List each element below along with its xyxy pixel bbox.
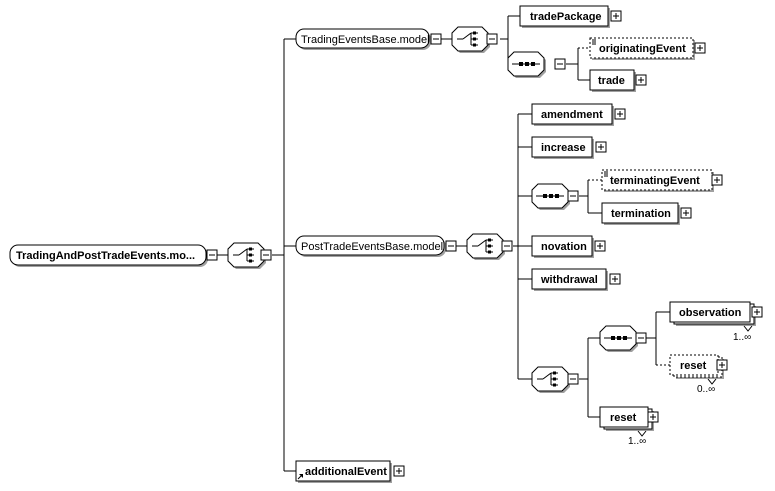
element-trade-package[interactable]: tradePackage <box>519 5 610 28</box>
trading-base-collapse-icon[interactable] <box>430 33 442 45</box>
increase-label: increase <box>541 142 586 154</box>
originating-event-expand-icon[interactable] <box>694 42 706 54</box>
amendment-expand-icon[interactable] <box>614 108 626 120</box>
element-withdrawal[interactable]: withdrawal <box>531 268 608 291</box>
observation-expand-icon[interactable] <box>751 306 763 318</box>
reset-optional-expand-icon[interactable] <box>716 359 728 371</box>
terminating-event-expand-icon[interactable] <box>711 174 723 186</box>
post-trade-events-base-label: PostTradeEventsBase.model <box>301 241 443 253</box>
increase-expand-icon[interactable] <box>595 141 607 153</box>
observation-repeat-marker <box>743 325 753 332</box>
reference-arrow-icon <box>297 474 303 480</box>
observation-sequence-icon <box>599 325 639 353</box>
terminating-event-label: terminatingEvent <box>610 175 700 187</box>
observation-label: observation <box>679 307 742 319</box>
observation-choice-icon <box>531 366 571 394</box>
reset-cardinality: 1..∞ <box>628 436 646 447</box>
post-trade-choice-icon <box>466 233 506 261</box>
novation-label: novation <box>541 241 587 253</box>
withdrawal-label: withdrawal <box>540 274 598 286</box>
element-reset-optional[interactable]: reset <box>669 354 724 385</box>
withdrawal-expand-icon[interactable] <box>609 273 621 285</box>
trading-sequence-icon <box>507 51 547 79</box>
termination-expand-icon[interactable] <box>680 207 692 219</box>
element-additional-event[interactable]: additionalEvent <box>295 460 392 483</box>
trading-choice-collapse-icon[interactable] <box>486 33 498 45</box>
termination-sequence-icon <box>531 183 571 211</box>
trade-expand-icon[interactable] <box>635 74 647 86</box>
element-reset[interactable]: reset <box>599 406 654 437</box>
trading-events-base-node[interactable]: TradingEventsBase.model <box>295 28 431 50</box>
observation-choice-collapse-icon[interactable] <box>567 373 579 385</box>
reset-optional-cardinality: 0..∞ <box>697 384 715 395</box>
element-amendment[interactable]: amendment <box>531 103 614 126</box>
root-group-node[interactable]: TradingAndPostTradeEvents.mo... <box>9 244 208 267</box>
post-trade-base-collapse-icon[interactable] <box>445 240 457 252</box>
root-collapse-icon[interactable] <box>206 249 218 261</box>
element-increase[interactable]: increase <box>531 136 594 159</box>
element-trade[interactable]: trade <box>589 69 636 92</box>
amendment-label: amendment <box>541 109 603 121</box>
trading-sequence-collapse-icon[interactable] <box>554 58 566 70</box>
element-originating-event[interactable]: originatingEvent <box>589 37 695 60</box>
element-terminating-event[interactable]: terminatingEvent <box>601 169 714 192</box>
trade-package-expand-icon[interactable] <box>610 10 622 22</box>
additional-event-label: additionalEvent <box>305 466 387 478</box>
reset-optional-repeat-marker <box>707 378 717 385</box>
element-novation[interactable]: novation <box>531 235 594 258</box>
trade-label: trade <box>598 75 625 87</box>
abstract-marker-icon <box>604 171 608 177</box>
termination-label: termination <box>611 208 671 220</box>
root-choice-icon <box>227 242 267 270</box>
reset-optional-label: reset <box>680 360 707 372</box>
observation-sequence-collapse-icon[interactable] <box>635 332 647 344</box>
termination-sequence-collapse-icon[interactable] <box>567 190 579 202</box>
novation-expand-icon[interactable] <box>594 240 606 252</box>
originating-event-label: originatingEvent <box>599 43 686 55</box>
reset-repeat-marker <box>637 430 647 437</box>
post-trade-choice-collapse-icon[interactable] <box>501 240 513 252</box>
trading-choice-icon <box>451 26 491 54</box>
connector-lines <box>217 15 670 472</box>
post-trade-events-base-node[interactable]: PostTradeEventsBase.model <box>295 235 446 257</box>
abstract-marker-icon <box>592 39 596 45</box>
trade-package-label: tradePackage <box>530 11 602 23</box>
additional-event-expand-icon[interactable] <box>393 465 405 477</box>
element-termination[interactable]: termination <box>601 202 680 225</box>
observation-cardinality: 1..∞ <box>733 332 751 343</box>
root-choice-collapse-icon[interactable] <box>260 249 272 261</box>
reset-expand-icon[interactable] <box>647 411 659 423</box>
root-group-label: TradingAndPostTradeEvents.mo... <box>16 250 195 262</box>
reset-label: reset <box>610 412 637 424</box>
element-observation[interactable]: observation <box>669 301 756 332</box>
trading-events-base-label: TradingEventsBase.model <box>301 34 430 46</box>
